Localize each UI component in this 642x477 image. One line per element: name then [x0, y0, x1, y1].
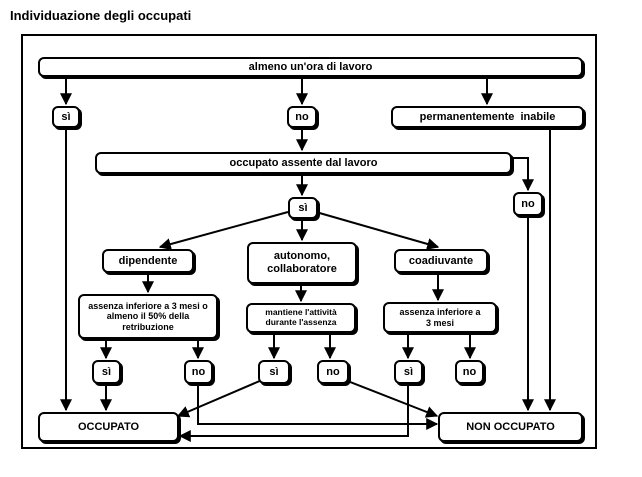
node-assenza-coadiuvante: assenza inferiore a 3 mesi	[383, 302, 497, 333]
node-no-autonomo: no	[317, 360, 349, 384]
node-no-dipendente: no	[184, 360, 213, 384]
node-no-right: no	[513, 192, 543, 216]
node-coadiuvante: coadiuvante	[394, 249, 488, 273]
node-si-mid: sì	[288, 197, 318, 219]
node-dipendente: dipendente	[102, 249, 194, 273]
node-almeno-ora-lavoro: almeno un'ora di lavoro	[38, 57, 583, 77]
diagram-title: Individuazione degli occupati	[10, 8, 192, 23]
node-no-coadiuvante: no	[455, 360, 484, 384]
node-mantiene-attivita: mantiene l'attività durante l'assenza	[246, 303, 356, 333]
node-permanentemente-inabile: permanentemente inabile	[391, 106, 584, 128]
node-no-top: no	[287, 106, 317, 128]
node-si-coadiuvante: sì	[394, 360, 423, 384]
diagram-frame	[21, 34, 597, 449]
node-si-top: sì	[52, 106, 80, 128]
node-occupato-assente: occupato assente dal lavoro	[95, 152, 512, 174]
node-occupato: OCCUPATO	[38, 412, 179, 442]
node-si-dipendente: sì	[92, 360, 121, 384]
node-non-occupato: NON OCCUPATO	[438, 412, 583, 442]
node-assenza-dipendente: assenza inferiore a 3 mesi o almeno il 5…	[78, 294, 218, 339]
node-si-autonomo: sì	[258, 360, 290, 384]
node-autonomo-collaboratore: autonomo, collaboratore	[247, 242, 357, 284]
